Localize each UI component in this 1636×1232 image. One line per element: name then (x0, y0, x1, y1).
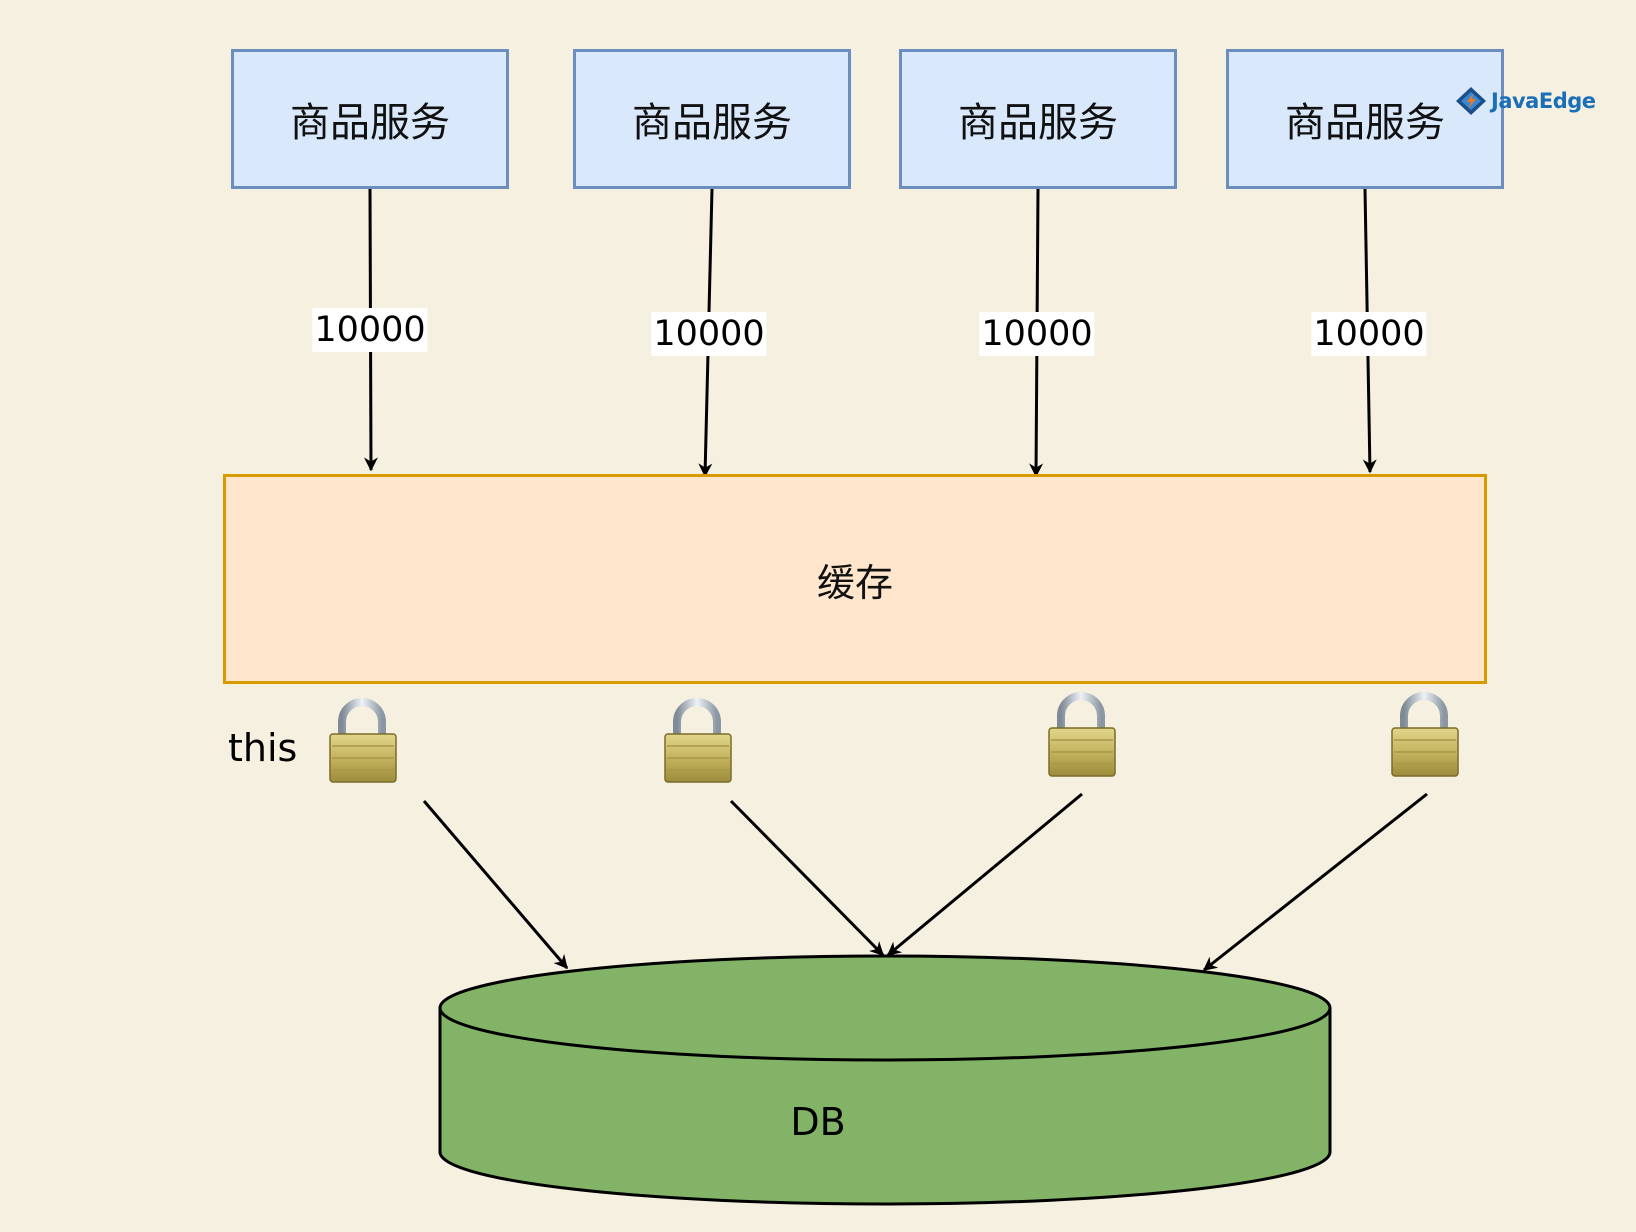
request-count-label-3: 10000 (979, 312, 1095, 356)
arrow-lock-4-to-db (1202, 792, 1428, 972)
service-box-4: 商品服务 (1226, 49, 1504, 189)
lock-object-label: this (228, 726, 298, 770)
javaedge-logo-icon (1456, 87, 1486, 115)
service-label: 商品服务 (632, 100, 792, 146)
padlock-icon (1391, 692, 1459, 777)
arrow-lock-1-to-db (422, 800, 569, 970)
padlock-icon (664, 698, 732, 783)
cache-label: 缓存 (816, 560, 893, 605)
request-count-label-1: 10000 (312, 308, 428, 352)
service-box-1: 商品服务 (231, 49, 509, 189)
request-count-label-2: 10000 (651, 312, 767, 356)
cache-box: 缓存 (223, 474, 1487, 684)
database-cylinder (438, 954, 1332, 1206)
database-label: DB (790, 1100, 846, 1144)
padlock-icon (329, 698, 397, 783)
service-box-3: 商品服务 (899, 49, 1177, 189)
arrow-lock-3-to-db (886, 792, 1083, 957)
request-count-label-4: 10000 (1311, 312, 1427, 356)
javaedge-logo: JavaEdge (1455, 86, 1596, 116)
service-box-2: 商品服务 (573, 49, 851, 189)
service-label: 商品服务 (1285, 100, 1445, 146)
service-label: 商品服务 (290, 100, 450, 146)
watermark-text: JavaEdge (1491, 89, 1596, 113)
padlock-icon (1048, 692, 1116, 777)
service-label: 商品服务 (958, 100, 1118, 146)
arrow-lock-2-to-db (729, 799, 885, 957)
